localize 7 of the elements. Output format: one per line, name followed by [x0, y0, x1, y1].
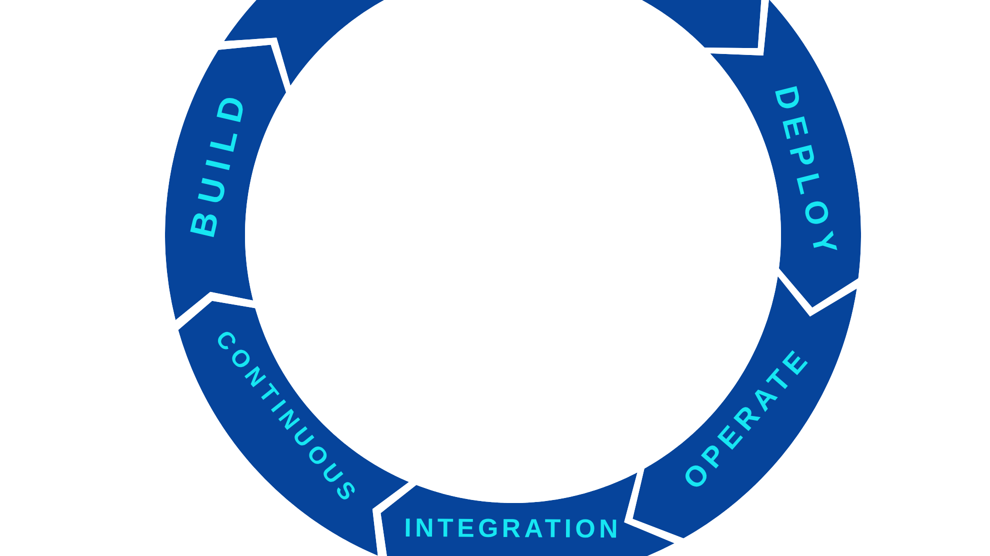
arrow-segment [641, 0, 762, 49]
arrow-segment [710, 0, 861, 308]
arrow-segment [632, 276, 857, 539]
arrow-segment [223, 0, 385, 86]
segment-label: BUILD [182, 84, 253, 244]
arrow-segment [380, 472, 675, 556]
segment-label: INTEGRATION [404, 514, 622, 542]
